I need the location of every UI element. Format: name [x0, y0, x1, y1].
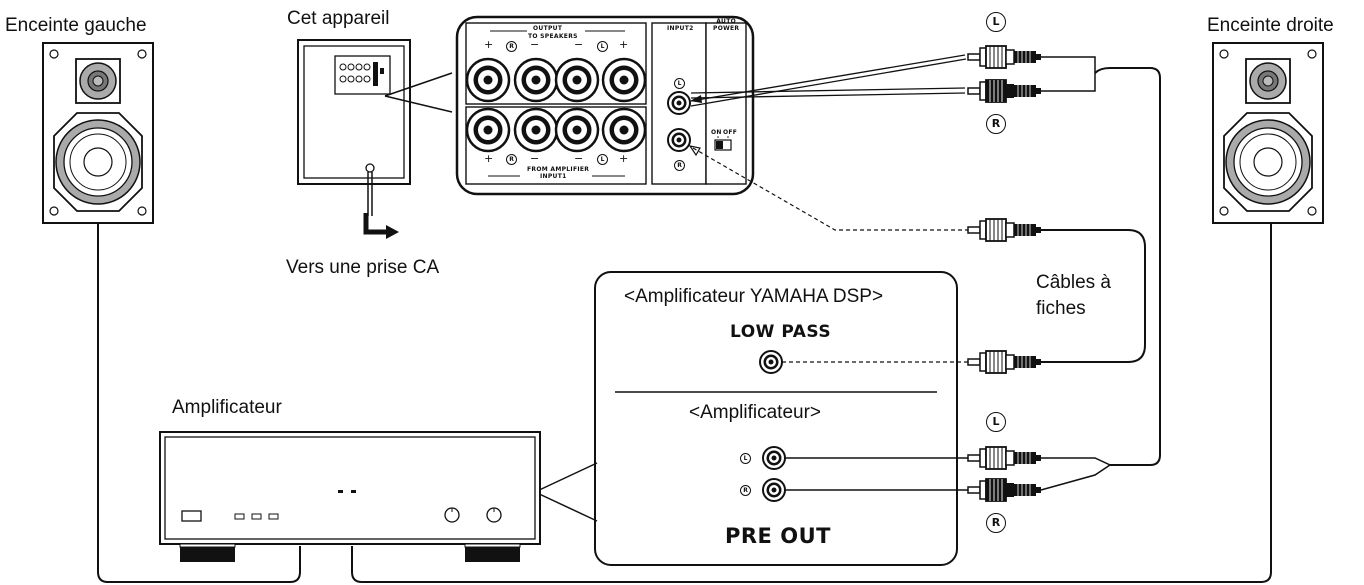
amplifier-label: Amplificateur [172, 397, 282, 418]
right-speaker [1212, 42, 1324, 224]
bottom-left-channel-marker: L [986, 412, 1006, 432]
minus-sign: − [530, 152, 540, 165]
top-right-plug [967, 79, 1042, 103]
bottom-right-channel-marker: R [986, 513, 1006, 533]
pre-out-left-jack [762, 446, 786, 470]
output-jack-3 [554, 57, 600, 103]
pre-out-right-mark: R [740, 485, 751, 496]
pre-out-right-jack [762, 478, 786, 502]
amp-title: <Amplificateur> [689, 402, 822, 423]
pre-out-left-mark: L [740, 453, 751, 464]
bottom-left-plug [967, 446, 1042, 470]
output-label: OUTPUT [533, 25, 563, 32]
left-speaker [42, 42, 154, 224]
minus-sign: − [574, 152, 584, 165]
minus-sign: − [530, 38, 540, 51]
plus-sign: + [619, 152, 629, 165]
output-jack-4 [601, 57, 647, 103]
pin-cables-label: Câbles à fiches [1036, 272, 1111, 319]
pre-out-label: PRE OUT [725, 524, 831, 548]
from-amplifier-label: FROM AMPLIFIER [527, 166, 590, 173]
right-channel-mark: R [506, 154, 517, 165]
output-jack-2 [513, 57, 559, 103]
input1-jack-3 [554, 107, 600, 153]
left-channel-mark: L [597, 154, 608, 165]
right-speaker-label: Enceinte droite [1207, 15, 1334, 36]
switch-on-label: ON [711, 129, 722, 136]
lowpass-mono-plug [967, 350, 1042, 374]
input1-jack-1 [465, 107, 511, 153]
amplifier-callout [534, 271, 958, 566]
input2-left-mark: L [674, 78, 685, 89]
top-left-channel-marker: L [986, 12, 1006, 32]
to-speakers-label: TO SPEAKERS [528, 33, 578, 40]
input2-right-mark: R [674, 160, 685, 171]
left-speaker-wire [97, 220, 301, 583]
middle-mono-plug [967, 218, 1042, 242]
auto-power-label: AUTO POWER [713, 18, 740, 32]
left-channel-mark: L [597, 41, 608, 52]
bottom-right-plug [967, 478, 1042, 502]
this-unit-label: Cet appareil [287, 8, 390, 29]
minus-sign: − [574, 38, 584, 51]
low-pass-label: LOW PASS [730, 322, 832, 342]
subwoofer-unit [297, 39, 411, 239]
right-channel-mark: R [506, 41, 517, 52]
dsp-amp-title: <Amplificateur YAMAHA DSP> [624, 286, 884, 307]
input1-jack-2 [513, 107, 559, 153]
input2-label: INPUT2 [667, 25, 694, 32]
top-left-plug [967, 45, 1042, 69]
ac-outlet-label: Vers une prise CA [286, 257, 440, 278]
auto-power-switch [714, 136, 732, 151]
plus-sign: + [484, 152, 494, 165]
switch-off-label: OFF [723, 129, 738, 136]
input1-jack-4 [601, 107, 647, 153]
right-speaker-wire [351, 220, 1272, 583]
low-pass-jack [759, 350, 783, 374]
amplifier-unit [159, 431, 541, 562]
plus-sign: + [484, 38, 494, 51]
plus-sign: + [619, 38, 629, 51]
output-jack-1 [465, 57, 511, 103]
input1-label: INPUT1 [540, 173, 567, 180]
input2-jack-right [667, 128, 691, 152]
input2-jack-left [667, 91, 691, 115]
top-right-channel-marker: R [986, 114, 1006, 134]
left-speaker-label: Enceinte gauche [5, 15, 147, 36]
rear-panel [455, 15, 755, 196]
